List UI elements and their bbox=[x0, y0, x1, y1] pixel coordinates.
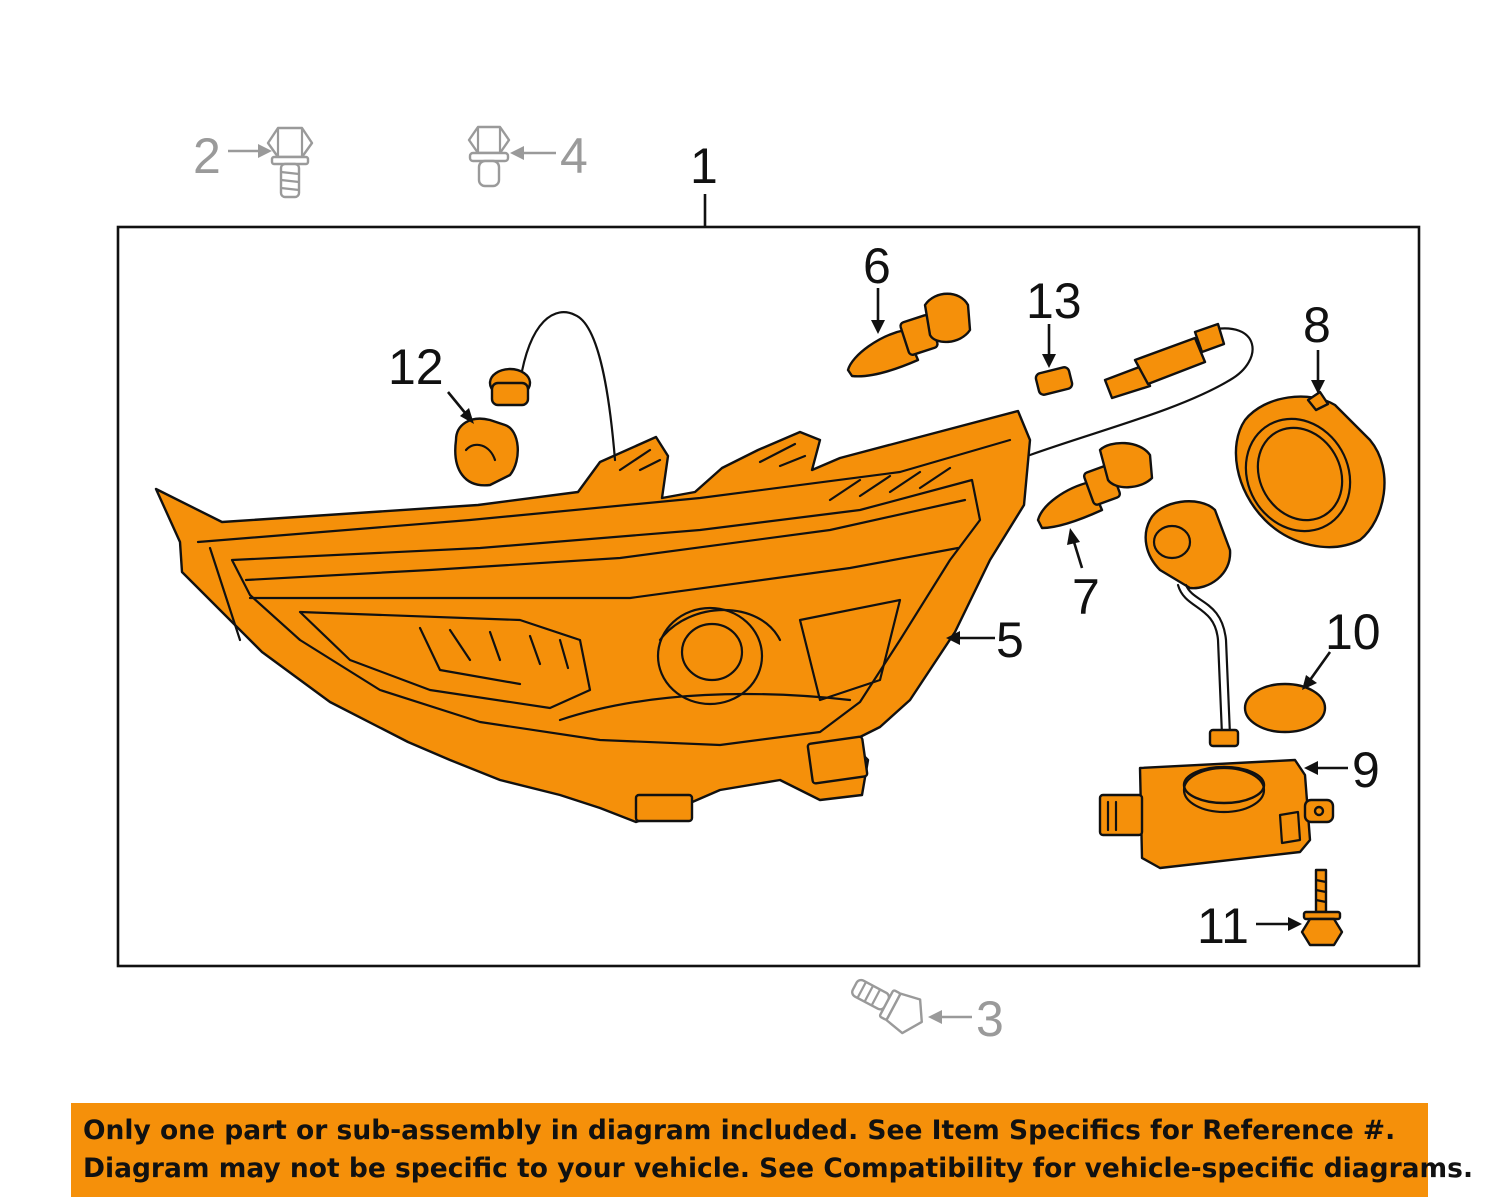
callout-5: 5 bbox=[996, 612, 1024, 668]
leader-7 bbox=[1072, 541, 1084, 569]
bolt-3-icon bbox=[851, 978, 923, 1035]
headlamp-housing-icon bbox=[154, 409, 1032, 824]
callout-9: 9 bbox=[1352, 742, 1380, 798]
ballast-9-icon bbox=[1098, 500, 1335, 870]
arrow-10 bbox=[1302, 675, 1317, 690]
disclaimer-line-2: Diagram may not be specific to your vehi… bbox=[83, 1153, 1474, 1184]
arrow-11 bbox=[1288, 917, 1302, 931]
arrow-8 bbox=[1311, 380, 1325, 394]
arrow-9 bbox=[1304, 761, 1318, 775]
bulb-13-icon bbox=[1034, 366, 1074, 396]
callout-6: 6 bbox=[863, 238, 891, 294]
bolt-2-icon bbox=[266, 126, 314, 199]
disclaimer-banner: Only one part or sub-assembly in diagram… bbox=[71, 1103, 1474, 1197]
callout-4: 4 bbox=[560, 128, 588, 184]
arrow-5 bbox=[946, 631, 960, 645]
wire-harness-icon bbox=[1028, 322, 1254, 457]
callout-13: 13 bbox=[1026, 273, 1082, 329]
bulb-6-icon bbox=[846, 292, 972, 378]
bulb-12-icon bbox=[454, 311, 617, 487]
bulb-7-icon bbox=[1036, 441, 1154, 530]
arrow-7 bbox=[1067, 528, 1080, 545]
arrow-6 bbox=[871, 320, 885, 334]
oring-10-icon bbox=[1243, 682, 1327, 734]
screw-11-icon bbox=[1300, 868, 1344, 947]
leader-12 bbox=[446, 391, 468, 415]
arrow-2 bbox=[258, 144, 272, 158]
cap-8-icon bbox=[1234, 390, 1386, 549]
arrow-3 bbox=[928, 1010, 942, 1024]
assembly-frame bbox=[116, 225, 1421, 968]
callout-11: 11 bbox=[1197, 898, 1249, 954]
callout-10: 10 bbox=[1325, 604, 1381, 660]
leader-10 bbox=[1308, 651, 1332, 681]
arrow-4 bbox=[510, 146, 524, 160]
bolt-4-icon bbox=[467, 125, 511, 188]
callout-7: 7 bbox=[1072, 569, 1100, 625]
callout-3: 3 bbox=[976, 991, 1004, 1047]
callout-8: 8 bbox=[1303, 297, 1331, 353]
disclaimer-line-1: Only one part or sub-assembly in diagram… bbox=[83, 1115, 1396, 1146]
arrow-12 bbox=[460, 408, 474, 424]
arrow-13 bbox=[1042, 354, 1056, 368]
callout-2: 2 bbox=[193, 128, 221, 184]
callout-12: 12 bbox=[388, 339, 444, 395]
callout-1: 1 bbox=[690, 138, 718, 194]
